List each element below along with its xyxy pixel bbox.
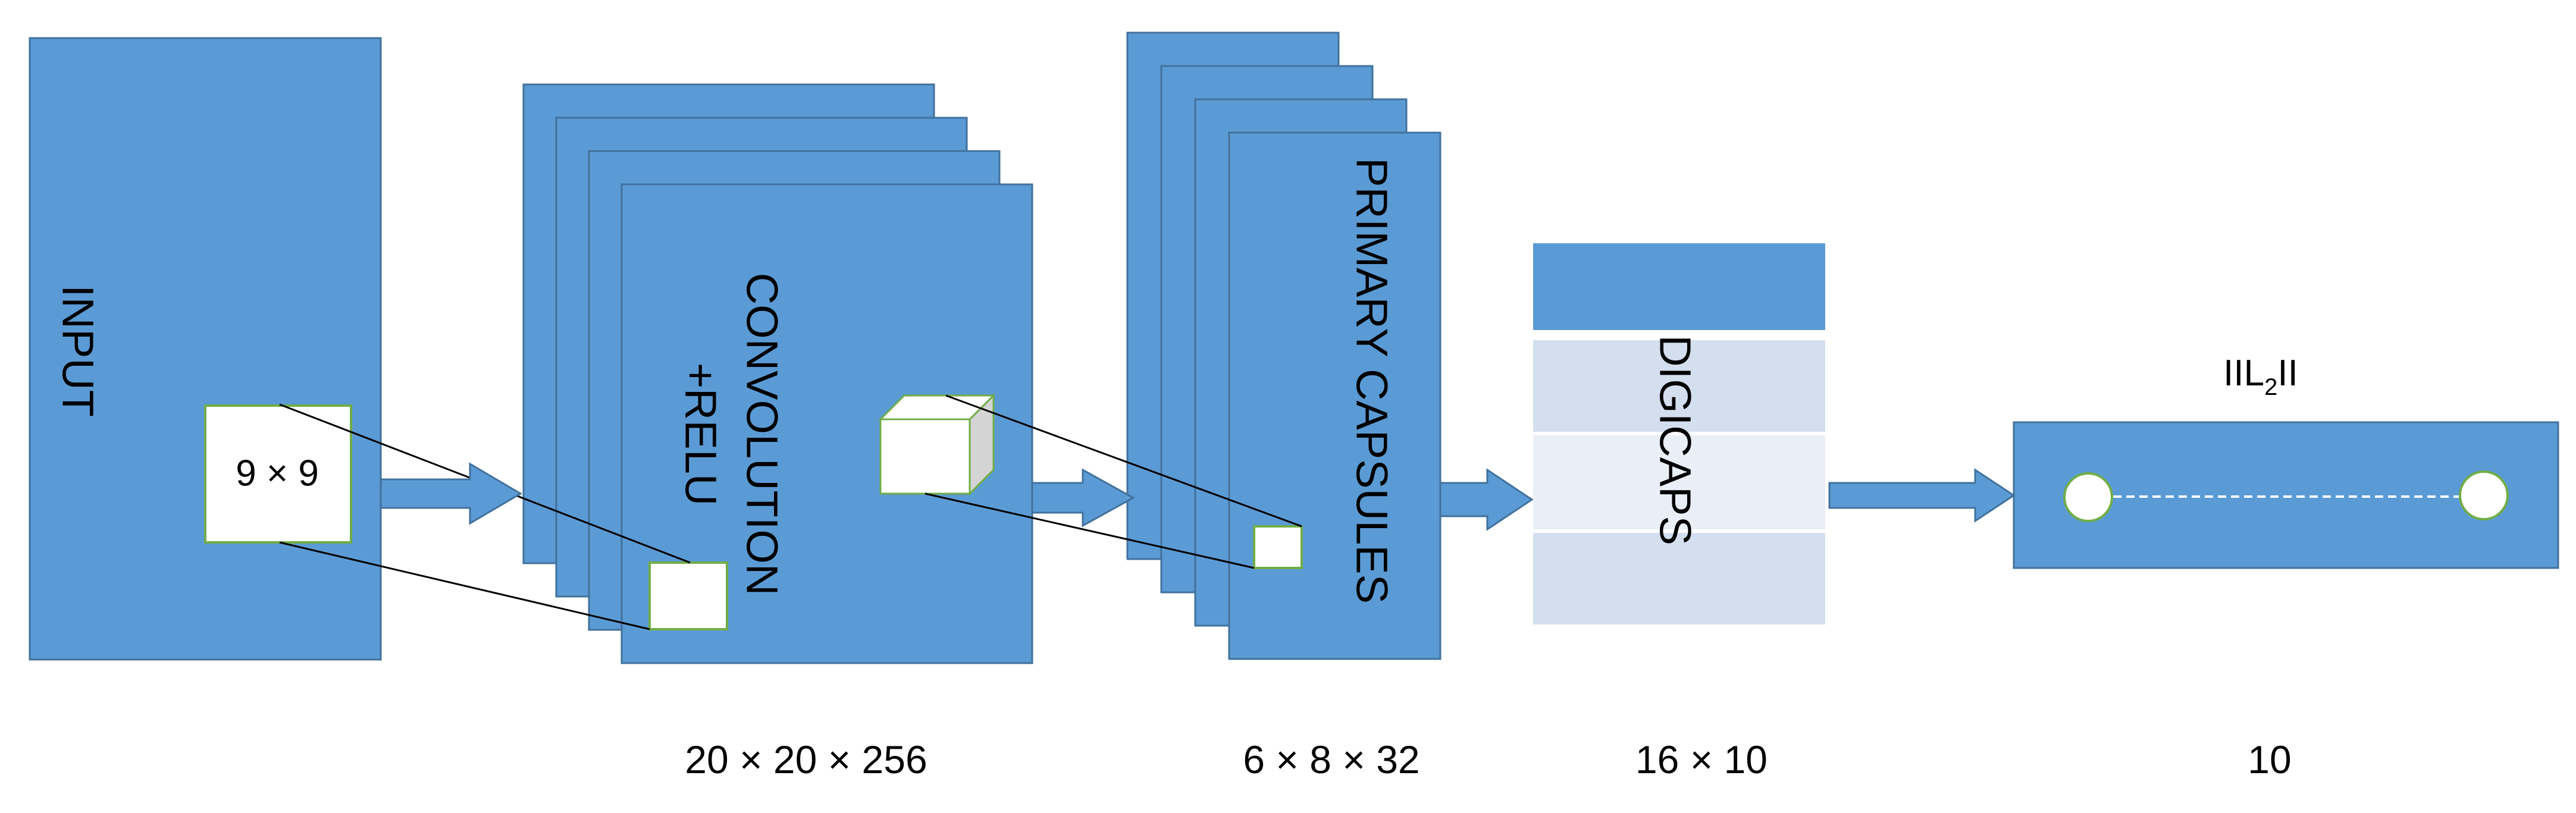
- conv-label-line1: CONVOLUTION: [737, 273, 786, 596]
- output-node-last: [2459, 470, 2509, 520]
- conv-label-line2: +RELU: [676, 363, 725, 506]
- conv-receptive-square: [648, 561, 728, 630]
- arrow-input-to-conv: [380, 462, 522, 525]
- digicaps-row-4: [1531, 531, 1828, 627]
- output-node-first: [2063, 472, 2113, 522]
- digicaps-row-3: [1531, 433, 1828, 532]
- primary-capsule-square: [1253, 525, 1303, 569]
- input-label: INPUT: [53, 285, 102, 417]
- arrows: [380, 462, 2016, 531]
- arrow-digicaps-to-output: [1828, 468, 2016, 523]
- kernel-label: 9 × 9: [236, 453, 319, 494]
- dim-digicaps: 16 × 10: [1635, 737, 1768, 781]
- primary-label: PRIMARY CAPSULES: [1347, 158, 1396, 604]
- conv-cube: [878, 393, 996, 496]
- dim-output: 10: [2248, 737, 2291, 781]
- arrow-primary-to-digicaps: [1439, 468, 1534, 531]
- kernel-projection-bottom: [279, 541, 650, 630]
- digicaps-label: DIGICAPS: [1650, 335, 1700, 545]
- dim-conv: 20 × 20 × 256: [685, 737, 927, 781]
- primary-layer-4: [1228, 131, 1441, 660]
- arrow-conv-to-primary: [1031, 468, 1136, 528]
- cube-projection-bottom: [925, 492, 1255, 569]
- input-block: [29, 37, 382, 661]
- cube-projection-top: [945, 394, 1302, 528]
- digicaps-row-1: [1531, 241, 1828, 332]
- dim-primary: 6 × 8 × 32: [1243, 737, 1419, 781]
- norm-label: IIL2II: [2223, 353, 2298, 400]
- kernel-box: [204, 404, 352, 544]
